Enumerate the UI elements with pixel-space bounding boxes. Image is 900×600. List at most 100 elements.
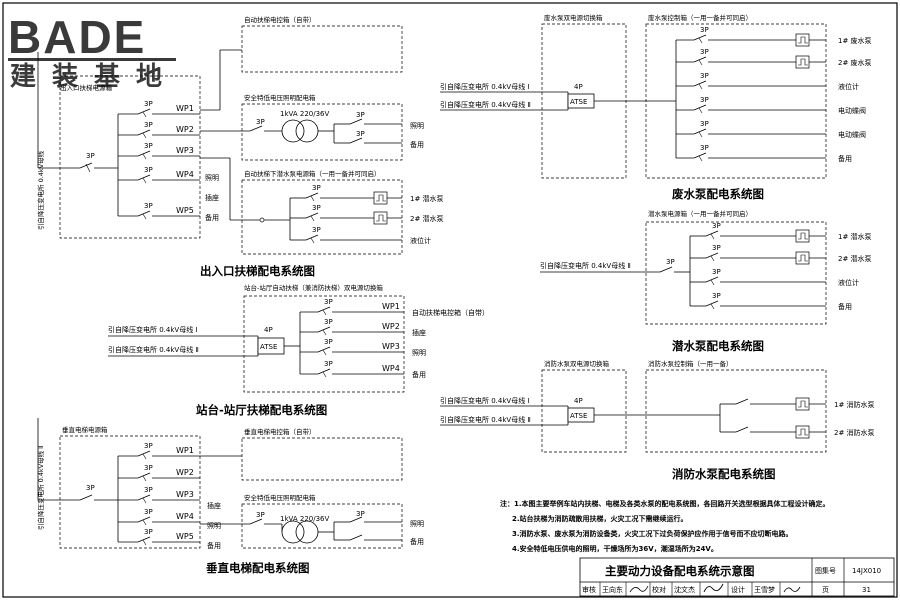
svg-text:ATSE: ATSE (570, 98, 587, 106)
sump-breaker-3-label: 3P (712, 268, 721, 276)
esc-pump-label-2: 2# 潜水泵 (410, 214, 444, 223)
svg-text:页: 页 (822, 586, 829, 594)
escalator-lowv-box (241, 103, 403, 161)
fire-source-1: 引自降压变电所 0.4kV母线 Ⅰ (440, 396, 530, 405)
logo-text: BADE (8, 11, 147, 63)
plat-breaker-3-blade (317, 346, 331, 353)
sump-motor-1 (795, 229, 810, 243)
escalator-transformer-label: 1kVA 220/36V (280, 110, 329, 118)
elev-breaker-4-trip (142, 519, 147, 526)
plat-feeder-label-1: WP1 (382, 302, 400, 311)
esc-breaker-2-trip (142, 132, 147, 139)
fire-switch-2 (735, 426, 749, 433)
svg-text:3P: 3P (86, 484, 95, 492)
elev-breaker-2-label: 3P (144, 464, 153, 472)
waste-motor-2-sym (798, 58, 808, 66)
svg-text:校对: 校对 (652, 585, 666, 594)
waste-source-1: 引自降压变电所 0.4kV母线 Ⅰ (440, 82, 530, 91)
sump-label-3: 液位计 (838, 278, 859, 287)
elev-breaker-3-blade (137, 494, 151, 501)
elevator-lowv-out-2: 备用 (410, 537, 424, 546)
svg-text:王雪梦: 王雪梦 (754, 586, 775, 594)
sump-label-2: 2# 潜水泵 (838, 254, 872, 263)
esc-pump-breaker-3-blade (305, 234, 319, 241)
plat-breaker-4-label: 3P (324, 360, 333, 368)
elev-breaker-3-trip (142, 497, 147, 504)
waste-source-2: 引自降压变电所 0.4kV母线 Ⅱ (440, 100, 531, 109)
waste-breaker-4-blade (693, 104, 707, 111)
svg-text:4P: 4P (574, 83, 583, 91)
escalator-pump-box-label: 自动扶梯下潜水泵电源箱（一用一备并可同启） (244, 169, 381, 178)
svg-text:3P: 3P (356, 130, 365, 138)
esc-feeder-label-2: WP2 (176, 125, 194, 134)
platform-atse: ATSE 4P (257, 326, 285, 355)
design-signature (783, 586, 801, 593)
elev-feeder-label-2: WP2 (176, 468, 194, 477)
elev-breaker-4-label: 3P (144, 508, 153, 516)
waste-label-6: 备用 (838, 154, 852, 163)
logo-bar (8, 58, 176, 61)
waste-label-2: 2# 废水泵 (838, 58, 872, 67)
plat-out-label-1: 自动扶梯电控箱（自带） (412, 308, 489, 317)
elevator-main-breaker: 3P (79, 484, 95, 501)
esc-breaker-2-blade (137, 129, 151, 136)
escalator-side-label-1: 照明 (205, 174, 219, 182)
esc-breaker-5-label: 3P (144, 202, 153, 210)
sump-box (645, 221, 827, 325)
elevator-box-label: 垂直电梯电源箱 (62, 425, 108, 434)
esc-breaker-4-label: 3P (144, 166, 153, 174)
elev-breaker-1-trip (142, 453, 147, 460)
elevator-transformer: 1kVA 220/36V (280, 515, 329, 544)
check-signature (703, 583, 724, 593)
esc-breaker-3-blade (137, 150, 151, 157)
elevator-lowv-out-1: 照明 (410, 520, 424, 528)
escalator-main-breaker-label: 3P (86, 152, 95, 160)
svg-text:3P: 3P (666, 258, 675, 266)
waste-breaker-5-blade (693, 128, 707, 135)
esc-pump-breaker-1-label: 3P (312, 184, 321, 192)
elev-breaker-5-blade (137, 536, 151, 543)
fire-atse: ATSE 4P (567, 397, 595, 423)
sump-label-1: 1# 潜水泵 (838, 232, 872, 241)
elevator-transformer-label: 1kVA 220/36V (280, 515, 329, 523)
elev-breaker-1-label: 3P (144, 442, 153, 450)
svg-text:3P: 3P (356, 111, 365, 119)
waste-pump-section: 废水泵双电源切换箱 废水泵控制箱（一用一备并可同启） 引自降压变电所 0.4kV… (440, 13, 872, 201)
esc-breaker-5-blade (137, 210, 151, 217)
esc-pump-label-1: 1# 潜水泵 (410, 194, 444, 203)
elevator-power-box (59, 435, 201, 549)
elevator-side-label-2: 照明 (207, 522, 221, 530)
elevator-title: 垂直电梯配电系统图 (206, 561, 310, 575)
esc-feeder-label-5: WP5 (176, 206, 194, 215)
plat-breaker-1-trip (322, 309, 327, 316)
waste-label-3: 液位计 (838, 82, 859, 91)
escalator-transformer: 1kVA 220/36V (280, 110, 329, 143)
sump-breaker-1-trip (710, 233, 715, 240)
fire-ctrl-box (645, 369, 827, 453)
esc-pump-motor-2 (373, 211, 388, 225)
atlas-label: 图集号 (815, 566, 836, 575)
fire-title: 消防水泵配电系统图 (672, 467, 776, 481)
waste-motor-2 (795, 55, 810, 69)
waste-breaker-1-trip (698, 37, 703, 44)
escalator-title: 出入口扶梯配电系统图 (200, 264, 315, 278)
esc-feeder-label-4: WP4 (176, 170, 194, 179)
waste-breaker-3-blade (693, 80, 707, 87)
fire-motor-1-sym (798, 400, 808, 408)
sump-motor-2-sym (798, 254, 808, 262)
waste-ctrl-box-label: 废水泵控制箱（一用一备并可同启） (648, 13, 752, 22)
platform-section: 站台-站厅自动扶梯（兼消防扶梯）双电源切换箱 引自降压变电所 0.4kV母线 Ⅰ… (108, 283, 489, 417)
waste-breaker-6-trip (698, 155, 703, 162)
esc-pump-breaker-3-label: 3P (312, 226, 321, 234)
elev-breaker-4-blade (137, 516, 151, 523)
esc-pump-breaker-2-trip (310, 215, 315, 222)
title-block: 主要动力设备配电系统示意图 图集号 14JX010 审核 王向东 校对 沈文杰 … (579, 557, 895, 597)
note-4: 4.安全特低电压供电的照明，干燥场所为36V，潮湿场所为24V。 (512, 544, 718, 553)
esc-pump-breaker-2-label: 3P (312, 204, 321, 212)
platform-atse-pole: 4P (264, 326, 273, 334)
plat-breaker-1-blade (317, 306, 331, 313)
waste-breaker-5-label: 3P (700, 120, 709, 128)
note-1: 注：1.本图主要举例车站内扶梯、电梯及各类水泵的配电系统图，各回路开关选型根据具… (500, 499, 830, 508)
sump-breaker-1-blade (705, 230, 719, 237)
waste-breaker-5-trip (698, 131, 703, 138)
